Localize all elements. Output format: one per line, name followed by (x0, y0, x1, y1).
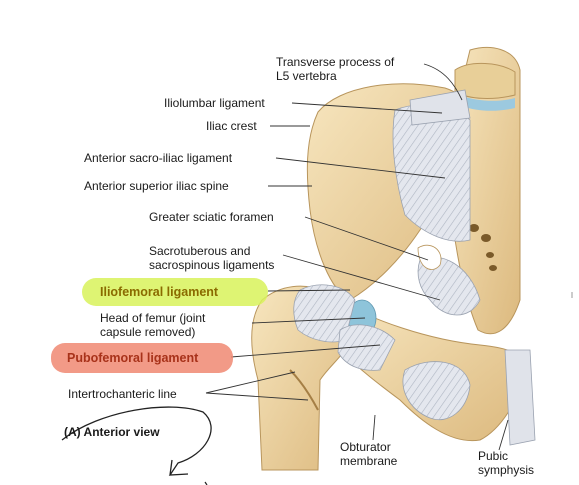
intervertebral-disc (462, 96, 515, 111)
pubofemoral-ligament-label: Pubofemoral ligament (67, 351, 199, 365)
greater-sciatic-foramen (417, 244, 442, 270)
asis-label: Anterior superior iliac spine (84, 179, 229, 193)
l5-vertebra (454, 62, 516, 99)
figure-caption: (A) Anterior view (64, 425, 160, 439)
obturator-membrane-label: Obturator membrane (340, 440, 398, 468)
greater-sciatic-foramen-label: Greater sciatic foramen (149, 210, 274, 224)
iliofemoral-ligament-label: Iliofemoral ligament (100, 285, 219, 299)
iliolumbar-ligament-label: Iliolumbar ligament (164, 96, 265, 110)
pubofemoral-ligament-shape (337, 324, 396, 371)
pubic-symphysis-label: Pubic symphysis (478, 449, 535, 477)
sacral-foramina (469, 224, 497, 271)
iliolumbar-ligament-shape (409, 89, 471, 126)
pubic-symphysis-shape (504, 349, 536, 446)
iliofemoral-ligament-shape (293, 284, 356, 343)
leader-lines (205, 63, 509, 451)
anterior-sacroiliac-ligament-label: Anterior sacro-iliac ligament (84, 151, 233, 165)
iliac-crest-label: Iliac crest (206, 119, 257, 133)
transverse-process-label: Transverse process of L5 vertebra (276, 55, 395, 83)
intertrochanteric-line-label: Intertrochanteric line (68, 387, 177, 401)
obturator-membrane-shape (402, 361, 471, 420)
sacrospinous-ligament (417, 256, 481, 316)
iliofemoral-highlight (82, 278, 268, 306)
sacrotuberous-sacrospinous-label: Sacrotuberous and sacrospinous ligaments (149, 244, 275, 272)
head-of-femur-label: Head of femur (joint capsule removed) (100, 311, 206, 339)
handwritten-arrow-mark (61, 406, 212, 476)
pubofemoral-highlight (51, 343, 233, 373)
